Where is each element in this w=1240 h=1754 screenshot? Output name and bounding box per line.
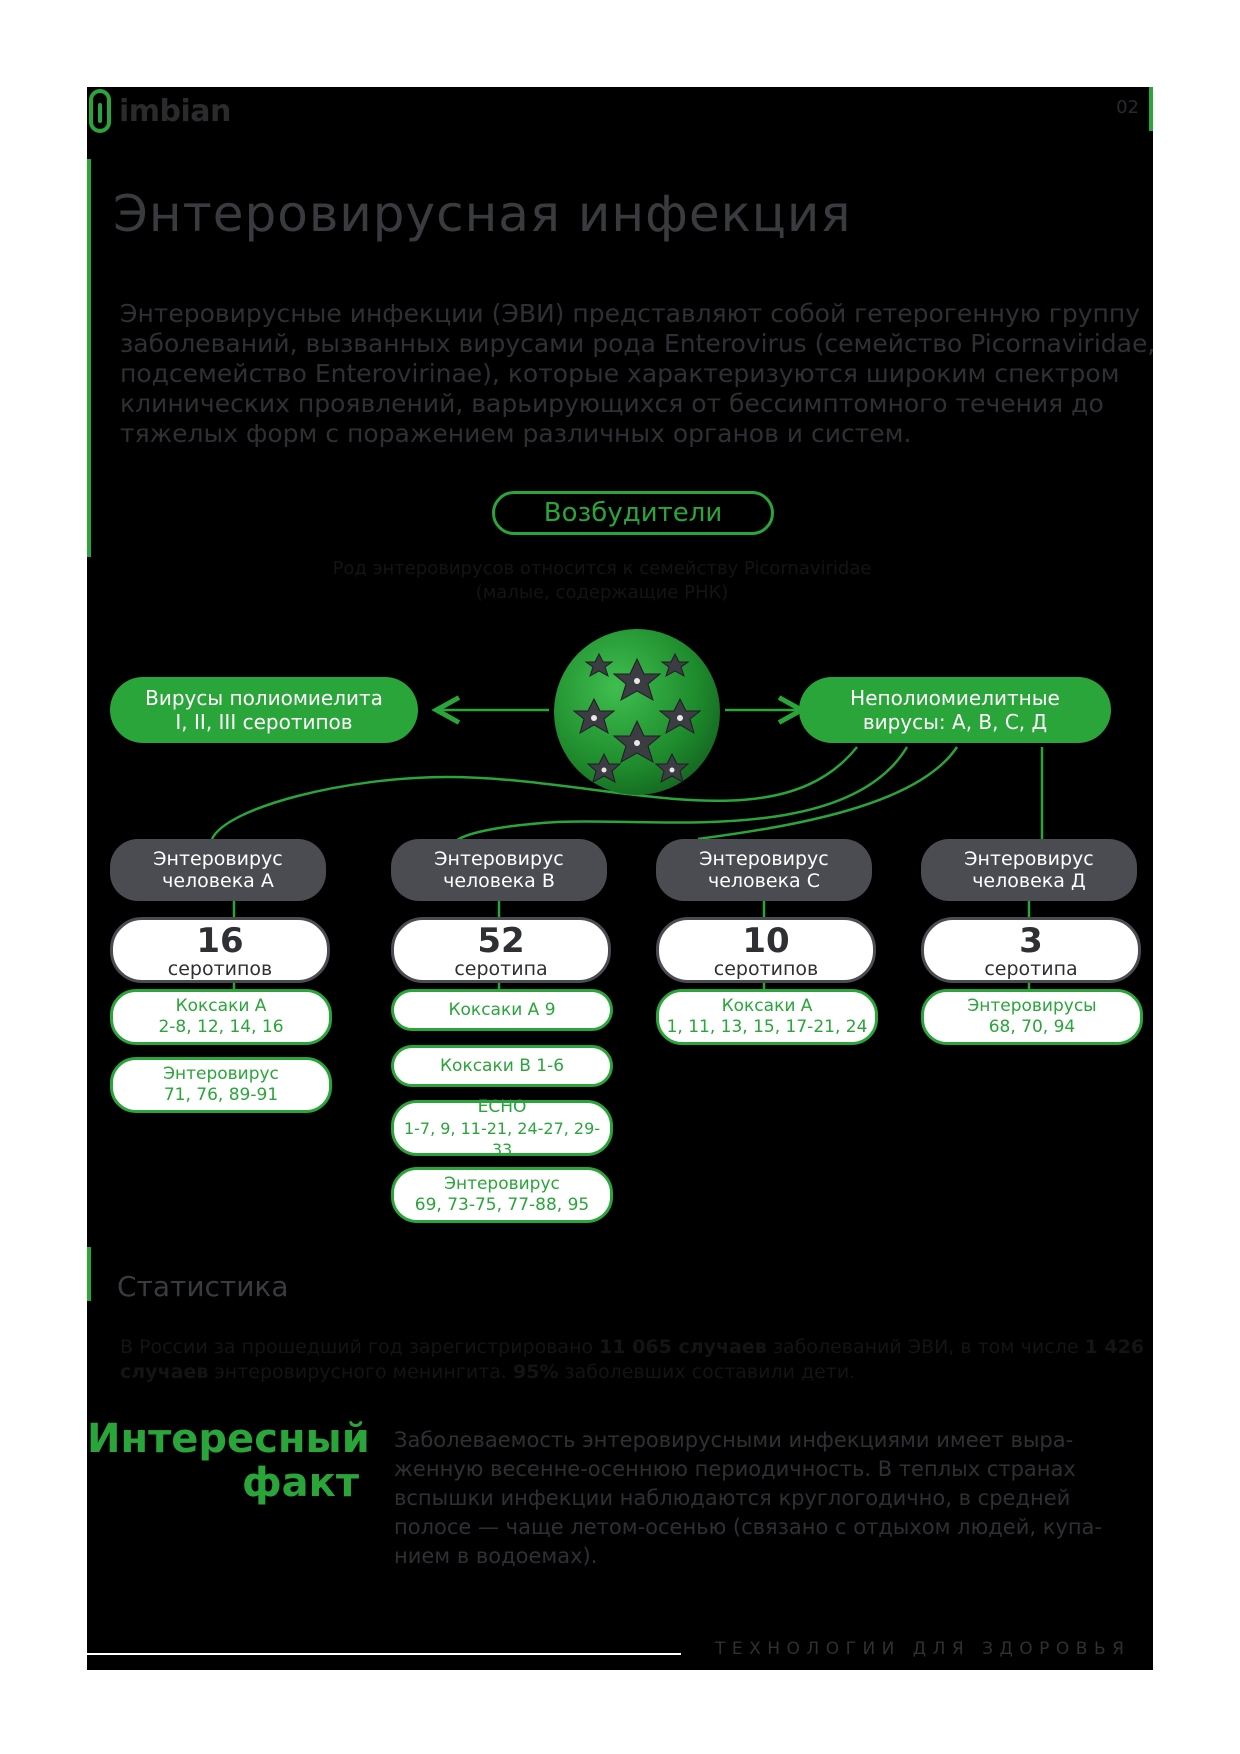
pathogens-subtitle: Род энтеровирусов относится к семейству … bbox=[237, 557, 967, 605]
stats-heading: Статистика bbox=[117, 1270, 289, 1303]
page-title: Энтеровирусная инфекция bbox=[113, 185, 852, 243]
stats-highlight: 11 065 случаев bbox=[599, 1336, 767, 1358]
polio-viruses-box: Вирусы полиомиелита I, II, III серотипов bbox=[110, 677, 418, 743]
type-name: ECHO bbox=[477, 1096, 527, 1117]
type-values: 69, 73-75, 77-88, 95 bbox=[414, 1195, 590, 1215]
column-name: Энтеровирус bbox=[434, 848, 564, 870]
type-box: Коксаки А 9 bbox=[391, 989, 613, 1031]
column-name: человека В bbox=[443, 870, 555, 892]
type-values: 2-8, 12, 14, 16 bbox=[158, 1017, 284, 1037]
fact-heading: Интересный факт bbox=[87, 1416, 370, 1506]
page-number: 02 bbox=[1116, 97, 1139, 118]
column-name: Энтеровирус bbox=[153, 848, 283, 870]
type-name: Коксаки А bbox=[721, 996, 813, 1016]
type-name: Энтеровирус bbox=[444, 1174, 560, 1194]
type-name: Коксаки А 9 bbox=[448, 999, 556, 1020]
fact-heading-line: факт bbox=[241, 1460, 359, 1506]
nonpolio-viruses-box: Неполиомиелитные вирусы: А, В, С, Д bbox=[799, 677, 1111, 743]
stats-accent-bar bbox=[87, 1247, 91, 1301]
stats-paragraph: В России за прошедший год зарегистрирова… bbox=[120, 1335, 1153, 1385]
connector-lines bbox=[210, 87, 1044, 989]
virus-icon bbox=[554, 629, 720, 795]
logo: imbian bbox=[87, 87, 231, 135]
count-label: серотипа bbox=[984, 958, 1078, 980]
intro-paragraph: Энтеровирусные инфекции (ЭВИ) представля… bbox=[120, 299, 1153, 448]
serotype-count-d: 3 серотипа bbox=[921, 917, 1141, 983]
pathogens-heading: Возбудители bbox=[492, 491, 774, 535]
type-name: Энтеровирусы bbox=[967, 996, 1097, 1016]
count-number: 10 bbox=[742, 921, 790, 961]
stats-text: заболевших составили дети. bbox=[558, 1361, 856, 1383]
subtitle-line: (малые, содержащие РНК) bbox=[475, 582, 729, 603]
count-label: серотипа bbox=[454, 958, 548, 980]
column-name: человека С bbox=[708, 870, 820, 892]
type-name: Энтеровирус bbox=[163, 1064, 279, 1084]
type-name: Коксаки А bbox=[175, 996, 267, 1016]
type-values: 1, 11, 13, 15, 17-21, 24 bbox=[666, 1017, 868, 1037]
count-number: 52 bbox=[477, 921, 525, 961]
type-values: 1-7, 9, 11-21, 24-27, 29-33 bbox=[403, 1118, 601, 1159]
title-accent-bar bbox=[87, 159, 91, 557]
count-number: 16 bbox=[196, 921, 244, 961]
type-box: Коксаки В 1-6 bbox=[391, 1045, 613, 1087]
page-number-accent bbox=[1149, 87, 1153, 131]
stats-text: В России за прошедший год зарегистрирова… bbox=[120, 1336, 600, 1358]
footer-divider bbox=[87, 1653, 681, 1655]
logo-text: imbian bbox=[119, 93, 231, 129]
column-name: Энтеровирус bbox=[964, 848, 1094, 870]
column-name: человека Д bbox=[972, 870, 1086, 892]
serotype-count-b: 52 серотипа bbox=[391, 917, 611, 983]
footer-slogan: ТЕХНОЛОГИИ ДЛЯ ЗДОРОВЬЯ bbox=[715, 1639, 1131, 1659]
serotype-count-a: 16 серотипов bbox=[110, 917, 330, 983]
page: imbian 02 Энтеровирусная инфекция Энтеро… bbox=[87, 87, 1153, 1670]
stats-text: энтеровирусного менингита. bbox=[208, 1361, 514, 1383]
type-values: 71, 76, 89-91 bbox=[163, 1085, 279, 1105]
fact-heading-line: Интересный bbox=[87, 1416, 370, 1462]
nonpolio-line: вирусы: А, В, С, Д bbox=[862, 710, 1048, 734]
curve-to-a bbox=[210, 746, 858, 840]
logo-icon bbox=[89, 89, 111, 133]
stats-text: заболеваний ЭВИ, в том числе bbox=[766, 1336, 1085, 1358]
type-values: 68, 70, 94 bbox=[988, 1017, 1076, 1037]
nonpolio-line: Неполиомиелитные bbox=[850, 686, 1060, 710]
serotype-count-c: 10 серотипов bbox=[656, 917, 876, 983]
polio-line: I, II, III серотипов bbox=[175, 710, 353, 734]
column-name: человека А bbox=[162, 870, 274, 892]
fact-paragraph: Заболеваемость энтеровирусными инфекциям… bbox=[394, 1428, 1102, 1568]
polio-line: Вирусы полиомиелита bbox=[145, 686, 383, 710]
stats-highlight: 95% bbox=[513, 1361, 559, 1383]
count-label: серотипов bbox=[713, 958, 819, 980]
type-name: Коксаки В 1-6 bbox=[439, 1055, 565, 1076]
stats-highlight: 1 426 случаев bbox=[120, 1336, 1145, 1383]
curve-to-c bbox=[697, 746, 959, 841]
count-number: 3 bbox=[1019, 921, 1043, 961]
count-label: серотипов bbox=[167, 958, 273, 980]
column-name: Энтеровирус bbox=[699, 848, 829, 870]
subtitle-line: Род энтеровирусов относится к семейству … bbox=[332, 558, 872, 579]
curve-to-b bbox=[455, 746, 909, 843]
